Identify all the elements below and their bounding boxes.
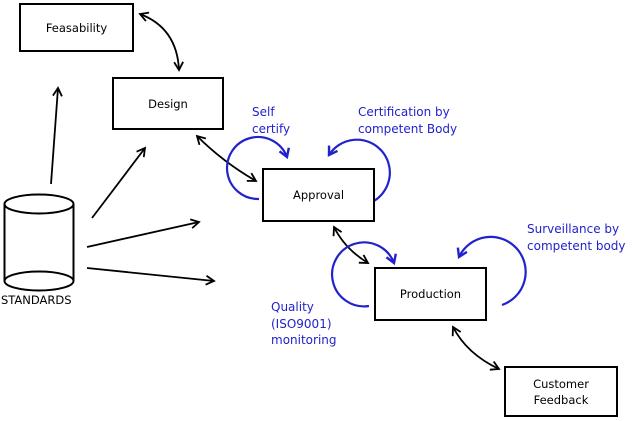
node-approval-label: Approval xyxy=(292,188,345,202)
node-production-label: Production xyxy=(399,287,462,301)
annotation-surveillance: Surveillance by competent body xyxy=(527,221,626,254)
node-feasability-label: Feasability xyxy=(45,20,108,35)
node-design: Design xyxy=(112,77,224,130)
loop-self-certify xyxy=(225,135,290,201)
arrow-standards-design xyxy=(91,146,147,219)
node-customer-feedback: Customer Feedback xyxy=(504,366,618,417)
node-customer-feedback-label-line1: Customer xyxy=(533,376,589,391)
arrow-standards-approval xyxy=(86,218,201,248)
node-approval: Approval xyxy=(262,168,375,222)
standards-label: STANDARDS xyxy=(1,293,72,307)
annotation-certification: Certification by competent Body xyxy=(358,104,457,137)
node-design-label: Design xyxy=(148,96,188,111)
annotation-certification-line1: Certification by xyxy=(358,105,450,119)
arrow-design-approval xyxy=(195,134,258,182)
annotation-quality-monitoring: Quality (ISO9001) monitoring xyxy=(271,299,337,349)
annotation-quality-monitoring-line2: (ISO9001) xyxy=(271,316,332,331)
annotation-self-certify-line2: certify xyxy=(252,121,291,136)
annotation-quality-monitoring-line3: monitoring xyxy=(271,333,337,347)
loop-certification xyxy=(327,138,391,203)
annotation-self-certify: Self certify xyxy=(252,104,290,137)
annotation-surveillance-line2: competent body xyxy=(527,238,626,253)
node-production: Production xyxy=(374,267,487,321)
arrow-standards-production xyxy=(86,267,216,286)
annotation-surveillance-line1: Surveillance by xyxy=(527,222,620,236)
loop-surveillance xyxy=(456,235,527,307)
arrow-feasability-design xyxy=(138,11,184,72)
arrow-production-feedback xyxy=(451,325,501,371)
annotation-self-certify-line1: Self xyxy=(252,105,275,119)
loop-quality-monitoring xyxy=(330,241,397,308)
arrow-standards-feasability xyxy=(50,86,63,185)
standards-cylinder xyxy=(3,193,75,292)
annotation-quality-monitoring-line1: Quality xyxy=(271,300,314,314)
node-feasability: Feasability xyxy=(19,3,134,52)
annotation-certification-line2: competent Body xyxy=(358,121,458,136)
node-customer-feedback-label-line2: Feedback xyxy=(533,392,589,407)
